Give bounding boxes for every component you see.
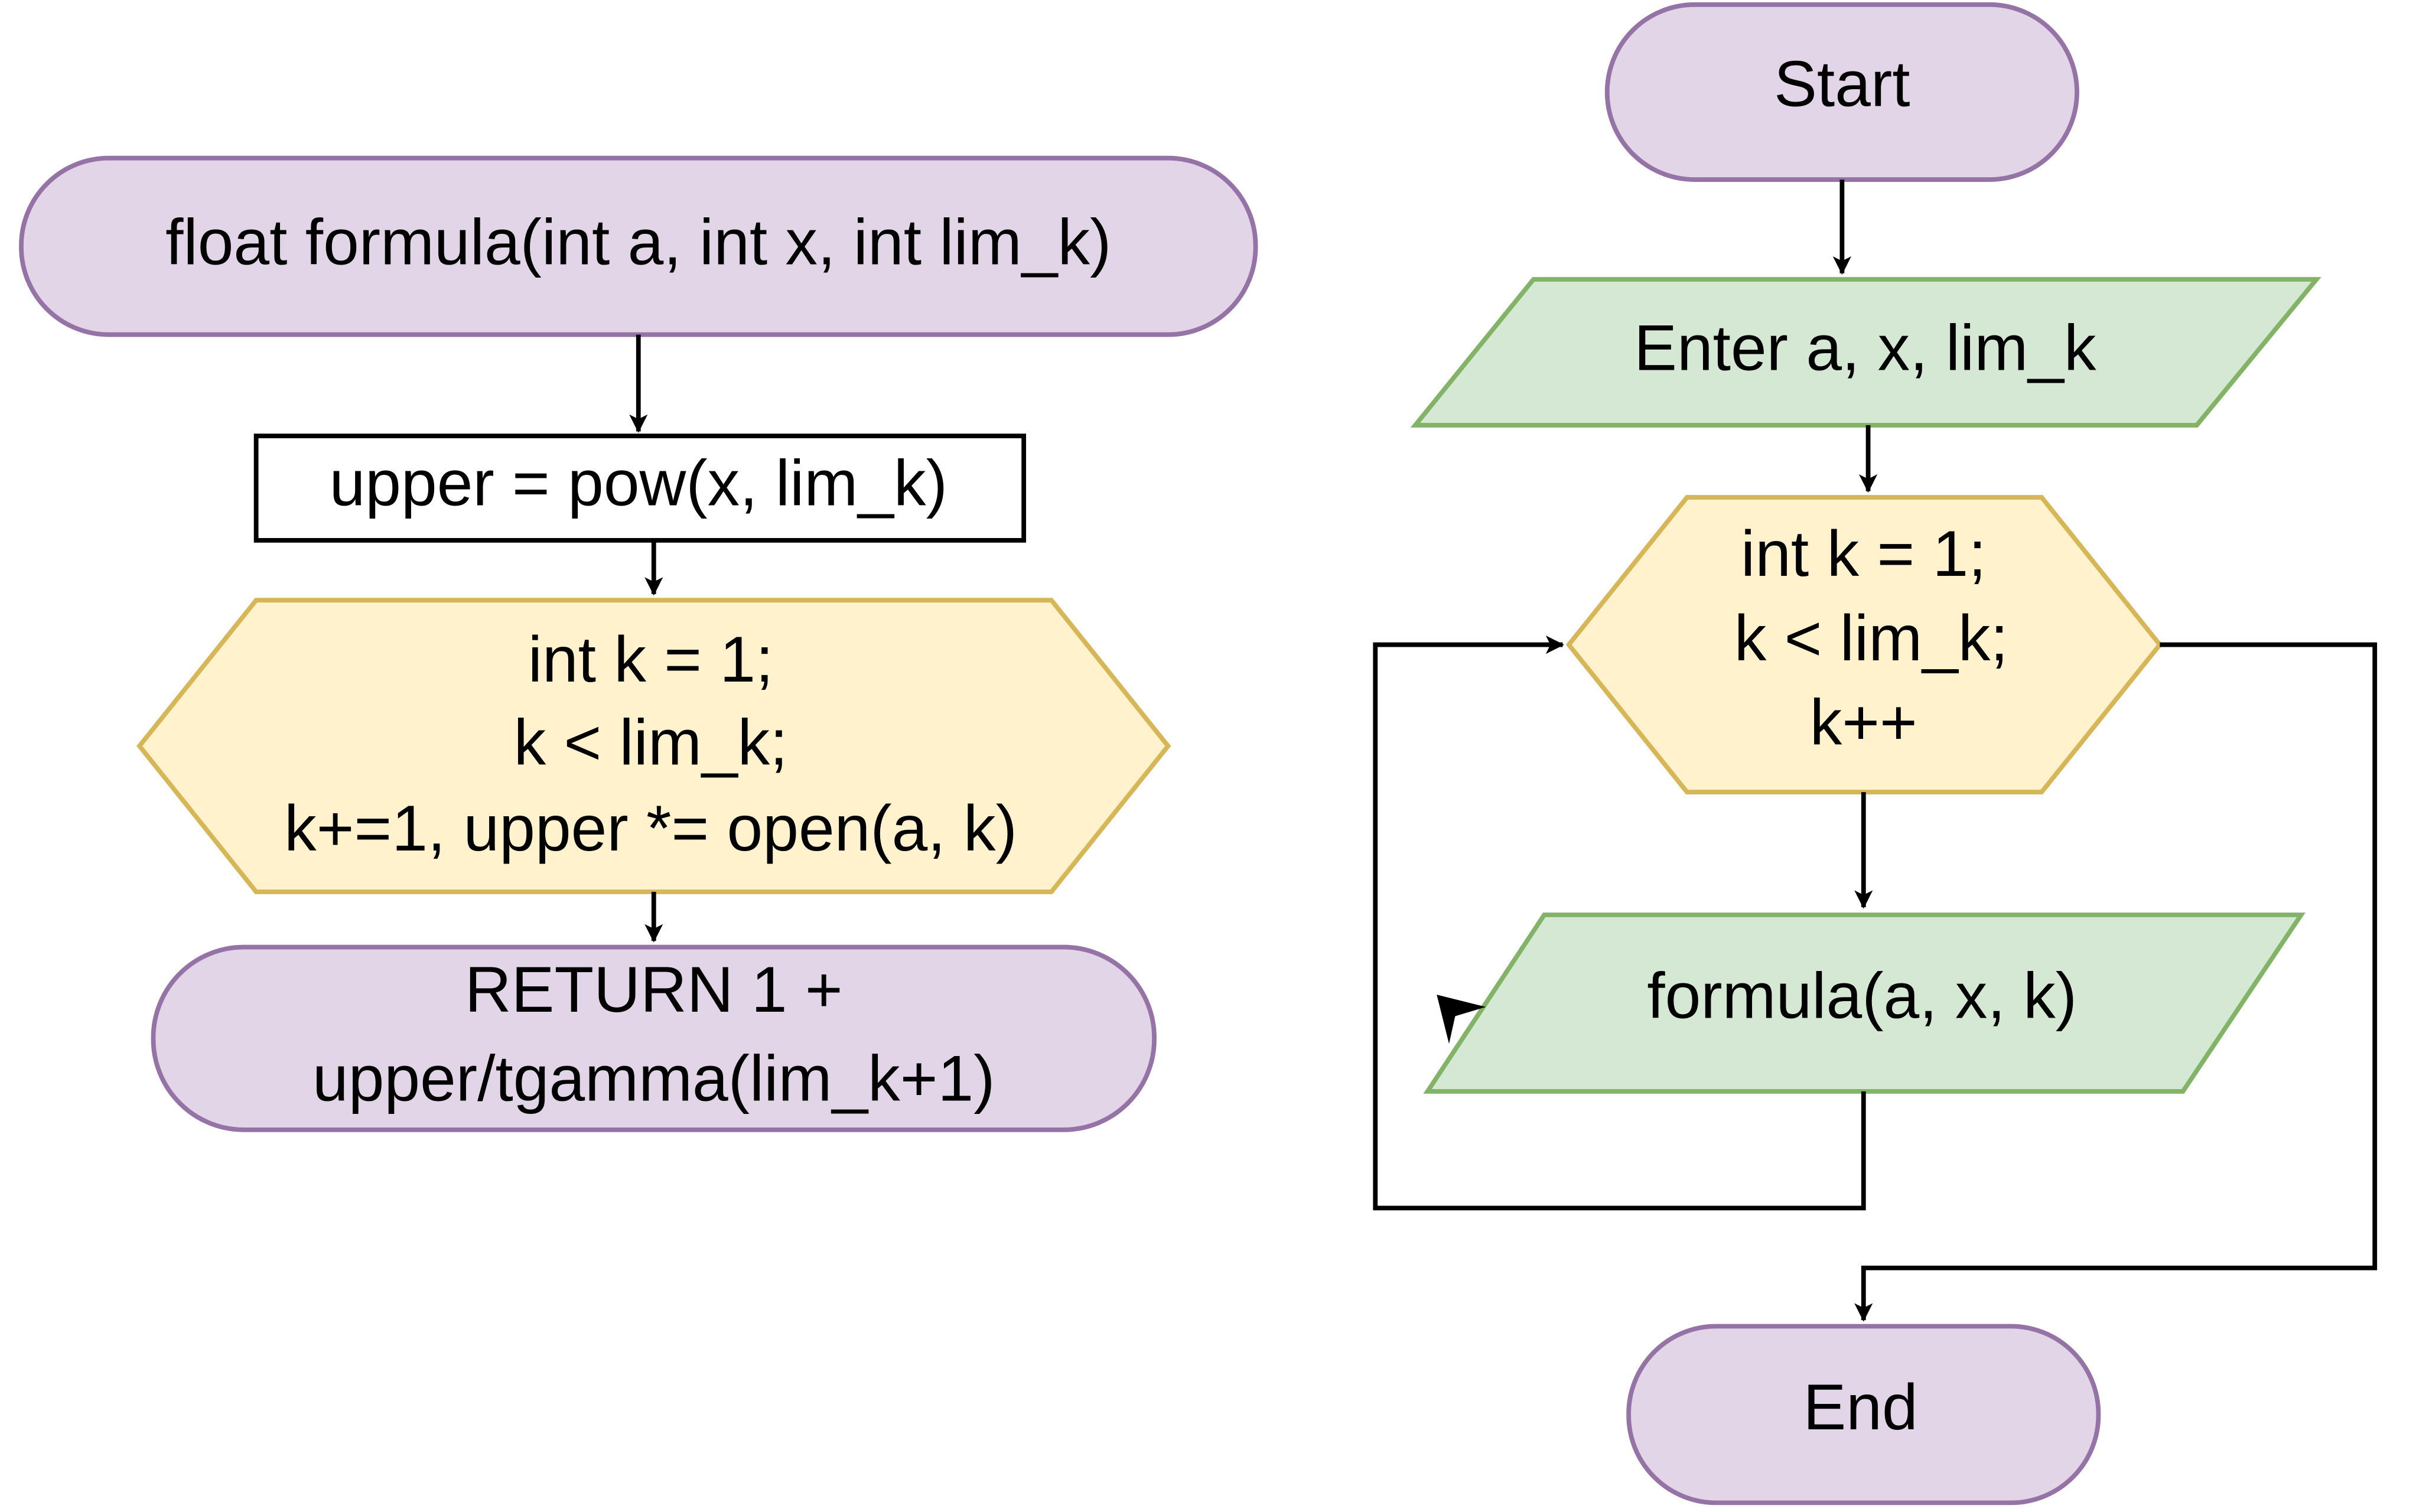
function-flowchart: float formula(int a, int x, int lim_k) u… — [19, 155, 1258, 1132]
function-loop-line3: k+=1, upper *= open(a, k) — [284, 793, 1017, 865]
return-line2: upper/tgamma(lim_k+1) — [312, 1043, 995, 1115]
loop-shape — [136, 598, 1171, 894]
end-terminator: End — [1626, 1324, 2101, 1506]
function-loop-hexagon: int k = 1; k < lim_k; k+=1, upper *= ope… — [136, 598, 1171, 894]
output-parallelogram: formula(a, x, k) — [1423, 913, 2306, 1094]
function-header-terminator: float formula(int a, int x, int lim_k) — [19, 155, 1258, 337]
io-shape — [1423, 913, 2306, 1094]
input-parallelogram: Enter a, x, lim_k — [1410, 277, 2321, 428]
main-loop-hexagon: int k = 1; k < lim_k; k++ — [1565, 495, 2163, 794]
terminator-shape — [1626, 1324, 2101, 1506]
function-header-label: float formula(int a, int x, int lim_k) — [165, 206, 1111, 278]
return-terminator: RETURN 1 + upper/tgamma(lim_k+1) — [151, 944, 1157, 1132]
output-label: formula(a, x, k) — [1647, 960, 2077, 1032]
end-label: End — [1803, 1371, 1917, 1443]
function-loop-line2: k < lim_k; — [514, 707, 788, 779]
init-process-box: upper = pow(x, lim_k) — [253, 434, 1027, 543]
start-terminator: Start — [1604, 2, 2079, 182]
stray-arrowhead-icon — [1437, 995, 1486, 1044]
function-loop-line1: int k = 1; — [528, 624, 774, 696]
main-flowchart: Start Enter a, x, lim_k int k = 1; k < l… — [1373, 2, 2378, 1506]
input-label: Enter a, x, lim_k — [1634, 312, 2096, 384]
start-label: Start — [1774, 48, 1910, 120]
return-line1: RETURN 1 + — [465, 954, 843, 1026]
main-loop-line2: k < lim_k; — [1734, 602, 2008, 674]
terminator-shape — [1604, 2, 2079, 182]
main-loop-line1: int k = 1; — [1741, 518, 1987, 590]
main-loop-line3: k++ — [1810, 687, 1917, 759]
init-step-label: upper = pow(x, lim_k) — [330, 447, 947, 519]
terminator-shape — [151, 944, 1157, 1132]
process-shape — [253, 434, 1027, 543]
edge-loop-exit-to-end — [1854, 642, 2378, 1322]
io-shape — [1410, 277, 2321, 428]
edge-output-loopback — [1373, 635, 1866, 1211]
